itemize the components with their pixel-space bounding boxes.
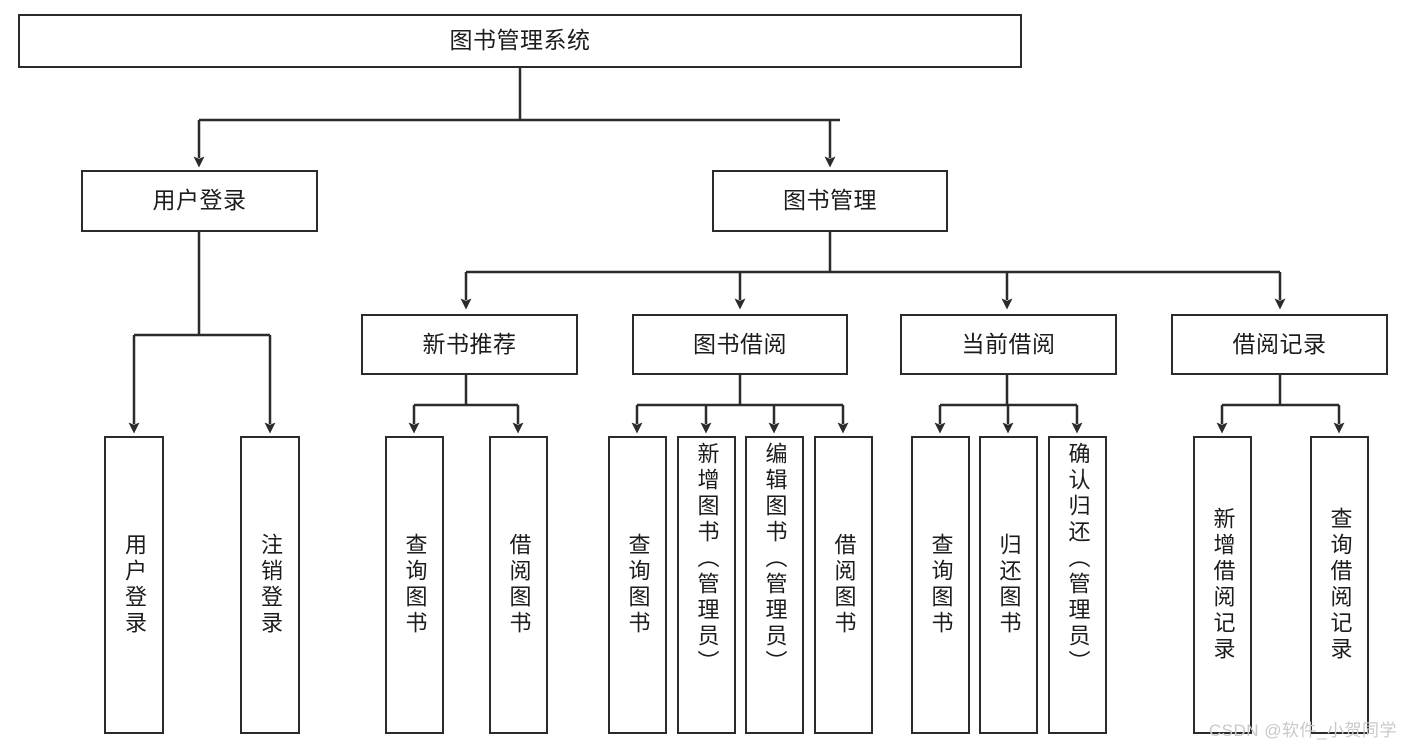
node-label: 查询图书 [928, 533, 954, 637]
leaf-confirm-return-admin[interactable]: 确认归还（管理员） [1048, 436, 1107, 734]
leaf-logout[interactable]: 注销登录 [240, 436, 300, 734]
node-label: 查询图书 [625, 533, 651, 637]
edges-level1 [193, 68, 840, 168]
leaf-user-login[interactable]: 用户登录 [104, 436, 164, 734]
leaf-edit-book-admin[interactable]: 编辑图书（管理员） [745, 436, 804, 734]
node-label: 图书管理系统 [449, 27, 591, 54]
node-label: 用户登录 [152, 187, 247, 214]
leaf-borrow-book-bb[interactable]: 借阅图书 [814, 436, 873, 734]
edges-new-book-recommend [408, 375, 524, 434]
watermark: CSDN @软件_小贺同学 [1208, 721, 1397, 740]
edges-borrow-record [1216, 375, 1345, 434]
leaf-query-book-bb[interactable]: 查询图书 [608, 436, 667, 734]
node-label: 确认归还（管理员） [1065, 442, 1091, 676]
node-label: 用户登录 [122, 533, 147, 637]
leaf-return-book[interactable]: 归还图书 [979, 436, 1038, 734]
node-root-book-management-system[interactable]: 图书管理系统 [18, 14, 1022, 68]
edges-user-login [128, 232, 276, 434]
node-user-login[interactable]: 用户登录 [81, 170, 318, 232]
leaf-query-book-cb[interactable]: 查询图书 [911, 436, 970, 734]
leaf-borrow-book-nbr[interactable]: 借阅图书 [489, 436, 548, 734]
node-label: 借阅图书 [831, 533, 857, 637]
node-label: 归还图书 [996, 533, 1022, 637]
leaf-add-book-admin[interactable]: 新增图书（管理员） [677, 436, 736, 734]
node-label: 注销登录 [258, 533, 283, 637]
node-new-book-recommend[interactable]: 新书推荐 [361, 314, 578, 375]
node-current-borrow[interactable]: 当前借阅 [900, 314, 1117, 375]
node-label: 图书管理 [783, 187, 877, 214]
edges-book-borrow [631, 375, 849, 434]
leaf-add-borrow-record[interactable]: 新增借阅记录 [1193, 436, 1252, 734]
node-label: 借阅记录 [1232, 330, 1327, 357]
node-label: 当前借阅 [961, 330, 1056, 357]
node-borrow-record[interactable]: 借阅记录 [1171, 314, 1388, 375]
node-label: 查询借阅记录 [1327, 507, 1353, 663]
node-label: 新增图书（管理员） [694, 442, 720, 676]
node-label: 新书推荐 [422, 330, 517, 357]
leaf-query-book-nbr[interactable]: 查询图书 [385, 436, 444, 734]
node-book-management[interactable]: 图书管理 [712, 170, 948, 232]
node-label: 查询图书 [402, 533, 428, 637]
node-label: 编辑图书（管理员） [762, 442, 788, 676]
edges-current-borrow [934, 375, 1083, 434]
node-label: 图书借阅 [693, 330, 787, 357]
leaf-query-borrow-record[interactable]: 查询借阅记录 [1310, 436, 1369, 734]
edges-book-manage [460, 232, 1286, 310]
node-label: 新增借阅记录 [1210, 507, 1236, 663]
node-book-borrow[interactable]: 图书借阅 [632, 314, 848, 375]
node-label: 借阅图书 [506, 533, 532, 637]
